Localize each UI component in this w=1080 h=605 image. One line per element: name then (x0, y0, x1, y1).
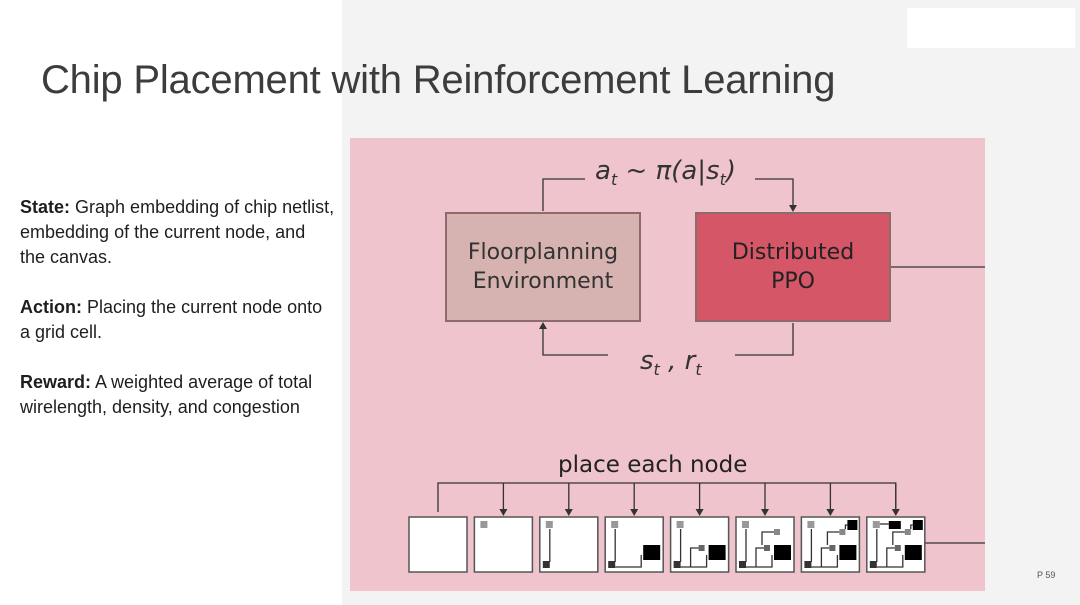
placement-wire (680, 555, 708, 568)
placement-macro-small (869, 561, 877, 568)
placement-wire (844, 524, 848, 529)
place-arrow-head (761, 509, 769, 516)
placement-wire (910, 524, 913, 529)
placement-macro-gray (676, 521, 684, 528)
placement-wire (615, 555, 642, 568)
placement-macro-gray (807, 521, 815, 528)
placement-macro-small (673, 561, 681, 568)
placement-wire (689, 547, 699, 567)
state-text: Graph embedding of chip netlist, embeddi… (20, 197, 335, 267)
top-white-area (907, 8, 1075, 48)
placement-macro-medium (894, 545, 901, 551)
place-arrow-head (695, 509, 704, 516)
action-text: Placing the current node onto a grid cel… (20, 297, 323, 342)
agent-box: Distributed PPO (695, 212, 891, 322)
placement-macro-gray (480, 521, 488, 528)
placement-wire (826, 531, 840, 545)
placement-macro-large (643, 545, 661, 560)
slide-title: Chip Placement with Reinforcement Learni… (41, 58, 836, 102)
action-loop-line-left (542, 178, 585, 211)
page-number: P 59 (1037, 570, 1056, 580)
placement-macro-large (904, 545, 922, 560)
placement-macro-medium (698, 545, 705, 551)
placement-macro-large (912, 520, 923, 530)
placement-macro-small (739, 561, 746, 568)
placement-macro-small (542, 561, 550, 568)
placement-macro-medium (774, 529, 780, 535)
reward-text: A weighted average of total wirelength, … (20, 372, 313, 417)
rl-diagram: Floorplanning Environment Distributed PP… (350, 138, 985, 591)
place-arrow-head (630, 509, 639, 516)
agent-line-2: PPO (771, 269, 815, 294)
placement-macro-gray (742, 521, 749, 528)
action-loop-line-right (755, 178, 794, 205)
environment-box: Floorplanning Environment (445, 212, 641, 322)
placement-wire (761, 531, 774, 545)
state-arrow-head (539, 322, 547, 329)
placement-macro-small (804, 561, 812, 568)
placement-macro-large (839, 545, 857, 560)
action-label: Action: (20, 297, 82, 317)
place-each-node-label: place each node (558, 452, 748, 478)
placement-wire (746, 555, 773, 568)
environment-line-1: Floorplanning (467, 240, 619, 265)
reward-description: Reward: A weighted average of total wire… (20, 370, 335, 420)
description-panel: State: Graph embedding of chip netlist, … (20, 195, 335, 445)
placement-macro-medium (904, 529, 911, 535)
placement-wire (820, 547, 830, 567)
state-label: State: (20, 197, 71, 217)
action-formula: at ~ π(a|st) (595, 156, 737, 190)
placement-macro-medium (829, 545, 836, 551)
place-arrow-head (826, 509, 835, 516)
placement-macro-medium (764, 545, 770, 551)
placement-macro-large (708, 545, 726, 560)
placement-macro-large (888, 521, 901, 529)
action-description: Action: Placing the current node onto a … (20, 295, 335, 345)
placement-wire (876, 555, 904, 568)
place-arrow-head (499, 509, 508, 516)
placement-wire (892, 531, 905, 545)
reward-label: Reward: (20, 372, 92, 392)
placement-thumbnail (408, 516, 468, 573)
state-loop-line-left (542, 329, 608, 356)
placement-wire (886, 547, 895, 567)
environment-line-2: Environment (472, 269, 614, 294)
placement-wire (811, 555, 839, 568)
state-loop-line-right (735, 323, 794, 356)
placement-wire (755, 547, 764, 567)
placement-macro-gray (872, 521, 880, 528)
agent-line-1: Distributed (731, 240, 855, 265)
placement-macro-large (847, 520, 858, 530)
place-arrow-head (891, 509, 900, 516)
placement-macro-medium (839, 529, 846, 535)
placement-macro-large (774, 545, 791, 560)
placement-macro-gray (545, 521, 553, 528)
placement-macro-small (608, 561, 616, 568)
placement-macro-gray (611, 521, 619, 528)
state-reward-formula: st , rt (640, 346, 702, 380)
state-description: State: Graph embedding of chip netlist, … (20, 195, 335, 270)
diagram-canvas (408, 178, 985, 573)
action-arrow-head (789, 205, 797, 212)
left-panel (0, 0, 342, 605)
place-arrow-head (564, 509, 573, 516)
place-bracket-line (437, 482, 897, 512)
